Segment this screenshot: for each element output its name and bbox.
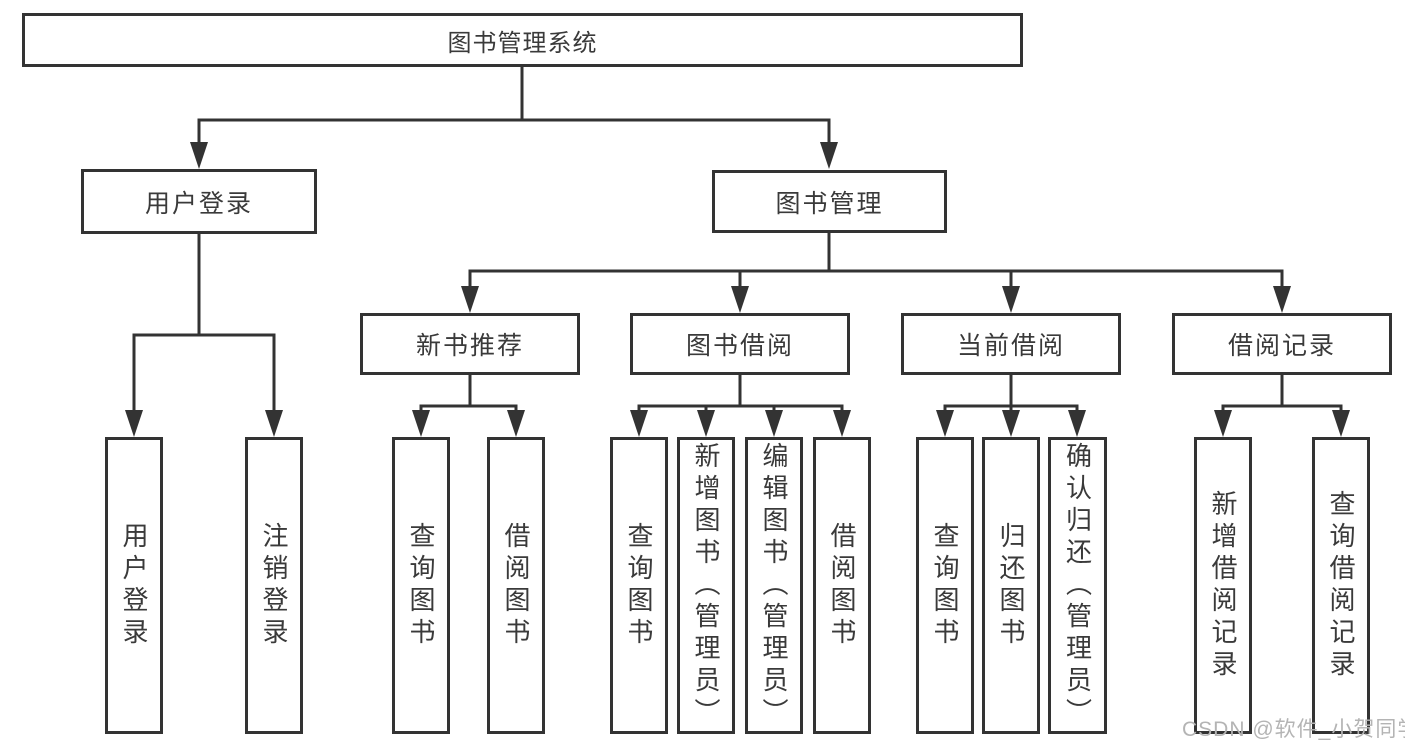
node-current-borrowing: 当前借阅	[901, 313, 1121, 375]
node-label: 注销登录	[259, 521, 289, 650]
node-query-borrow-record: 查询借阅记录	[1312, 437, 1370, 734]
node-book-management: 图书管理	[712, 170, 947, 233]
node-rec-query-books: 查询图书	[392, 437, 450, 734]
node-label: 借阅图书	[827, 521, 857, 650]
node-label: 新增借阅记录	[1208, 489, 1238, 682]
node-edit-book-admin: 编辑图书（管理员）	[745, 437, 803, 734]
node-label: 借阅图书	[501, 521, 531, 650]
node-current-query-books: 查询图书	[916, 437, 974, 734]
node-label: 归还图书	[996, 521, 1026, 650]
node-borrow-query-books: 查询图书	[610, 437, 668, 734]
node-new-book-recommend: 新书推荐	[360, 313, 580, 375]
node-label: 查询借阅记录	[1326, 489, 1356, 682]
node-borrow-books: 借阅图书	[813, 437, 871, 734]
node-rec-borrow-books: 借阅图书	[487, 437, 545, 734]
node-label: 查询图书	[930, 521, 960, 650]
node-label: 编辑图书（管理员）	[759, 441, 789, 730]
node-label: 用户登录	[119, 521, 149, 650]
csdn-watermark: CSDN @软件_小贺同学	[1182, 718, 1405, 741]
node-add-book-admin: 新增图书（管理员）	[677, 437, 735, 734]
node-logout: 注销登录	[245, 437, 303, 734]
node-return-book: 归还图书	[982, 437, 1040, 734]
node-user-login-leaf: 用户登录	[105, 437, 163, 734]
node-book-borrowing: 图书借阅	[630, 313, 850, 375]
node-label: 确认归还（管理员）	[1062, 441, 1093, 730]
node-borrowing-records: 借阅记录	[1172, 313, 1392, 375]
node-label: 查询图书	[406, 521, 436, 650]
node-user-login: 用户登录	[81, 169, 317, 234]
node-library-system: 图书管理系统	[22, 13, 1023, 67]
node-label: 查询图书	[624, 521, 654, 650]
node-add-borrow-record: 新增借阅记录	[1194, 437, 1252, 734]
node-label: 新增图书（管理员）	[691, 441, 721, 730]
node-confirm-return-admin: 确认归还（管理员）	[1048, 437, 1107, 734]
